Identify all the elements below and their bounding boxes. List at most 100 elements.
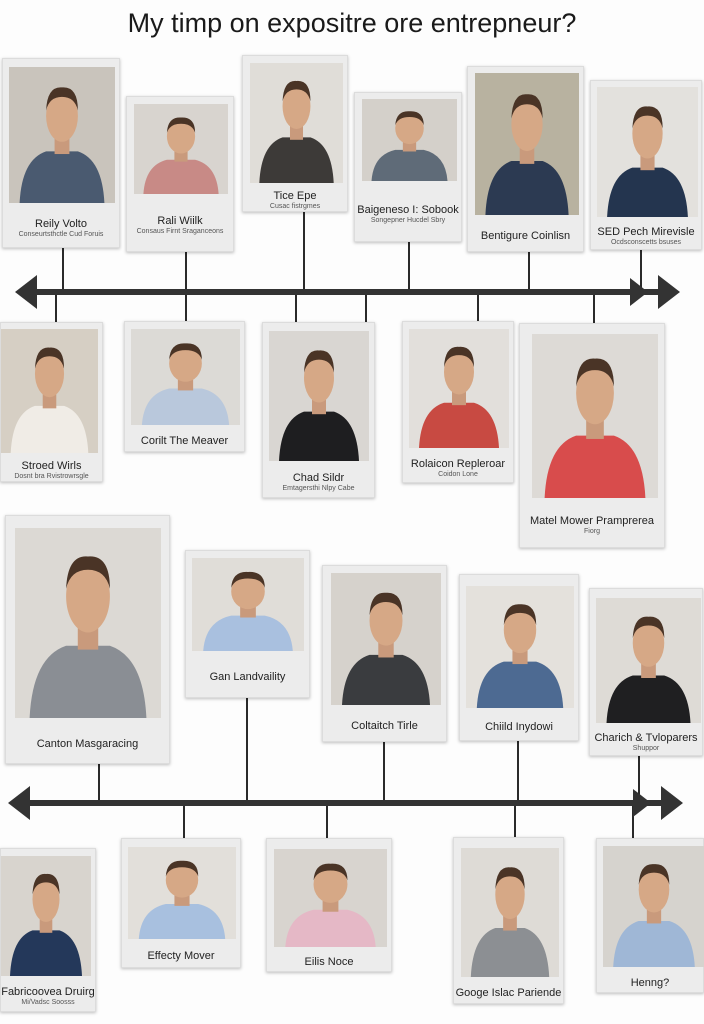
profile-photo: [597, 87, 698, 217]
person-name: Stroed Wirls: [21, 459, 82, 472]
caption: Henng?: [597, 971, 703, 994]
timeline-bar: [22, 800, 669, 806]
person-subtitle: Emtagersthi Nlpy Cabe: [282, 484, 355, 492]
profile-photo: [532, 334, 658, 498]
person-name: Chad Sildr: [292, 471, 345, 484]
person-name: Coltaitch Tirle: [351, 720, 418, 732]
page-title: My timp on expositre ore entrepneur?: [127, 8, 577, 38]
person-name: Bentigure Coinlisn: [480, 230, 571, 242]
connector-line: [185, 292, 187, 321]
profile-card[interactable]: Bentigure Coinlisn: [467, 66, 584, 252]
caption: Corilt The Meaver: [125, 429, 244, 453]
connector-line: [383, 742, 385, 803]
arrow-left-icon: [8, 786, 30, 820]
caption: Chiild Inydowi: [460, 712, 578, 742]
person-name: Baigeneso I: Sobook: [357, 203, 459, 216]
person-name: SED Pech Mirevisle: [597, 225, 695, 238]
connector-line: [183, 803, 185, 838]
arrow-right-icon: [658, 275, 680, 309]
profile-photo: [134, 104, 228, 194]
connector-line: [303, 212, 305, 292]
person-name: Gan Landvaility: [209, 671, 286, 683]
caption: Coltaitch Tirle: [323, 709, 446, 743]
profile-card[interactable]: Henng?: [596, 838, 704, 993]
person-subtitle: Shuppor: [632, 744, 660, 752]
profile-photo: [362, 99, 457, 181]
person-subtitle: Ocdsconscetts bsuses: [610, 238, 682, 246]
person-name: Canton Masgaracing: [36, 737, 139, 750]
profile-photo: [466, 586, 574, 708]
profile-photo: [274, 849, 387, 947]
arrow-right-icon: [633, 789, 651, 817]
profile-photo: [409, 329, 509, 448]
connector-line: [246, 698, 248, 803]
connector-line: [62, 248, 64, 292]
profile-card[interactable]: Canton Masgaracing: [5, 515, 170, 764]
person-name: Eilis Noce: [304, 956, 354, 968]
profile-card[interactable]: Effecty Mover: [121, 838, 241, 968]
profile-card[interactable]: Eilis Noce: [266, 838, 392, 972]
profile-card[interactable]: Chiild Inydowi: [459, 574, 579, 741]
profile-photo: [15, 528, 161, 718]
connector-line: [632, 803, 634, 838]
caption: Eilis Noce: [267, 951, 391, 973]
person-name: Tice Epe: [273, 189, 317, 202]
profile-card[interactable]: Gan Landvaility: [185, 550, 310, 698]
connector-line: [593, 292, 595, 323]
profile-photo: [596, 598, 701, 723]
person-name: Rolaicon Repleroar: [410, 457, 506, 470]
person-subtitle: Consaus Firnt Sraganceons: [136, 228, 224, 235]
person-subtitle: Cusac fistrgmes: [269, 202, 321, 210]
profile-card[interactable]: Googe Islac Pariende: [453, 837, 564, 1004]
person-subtitle: Fiorg: [584, 528, 600, 535]
profile-photo: [192, 558, 304, 651]
arrow-right-icon: [630, 278, 648, 306]
person-subtitle: Conseurtsthctle Cud Foruis: [18, 230, 104, 238]
connector-line: [98, 764, 100, 803]
timeline-bar: [29, 289, 666, 295]
profile-photo: [461, 848, 559, 977]
connector-line: [365, 292, 367, 322]
connector-line: [326, 803, 328, 838]
connector-line: [295, 292, 297, 322]
profile-photo: [331, 573, 441, 705]
connector-line: [528, 252, 530, 292]
arrow-right-icon: [661, 786, 683, 820]
person-name: Chiild Inydowi: [485, 721, 553, 733]
caption: Effecty Mover: [122, 943, 240, 969]
profile-photo: [9, 67, 115, 203]
profile-card[interactable]: Coltaitch Tirle: [322, 565, 447, 742]
profile-photo: [1, 329, 98, 453]
person-name: Henng?: [630, 976, 670, 989]
profile-photo: [131, 329, 240, 425]
person-subtitle: Mi/Vadsc Soosss: [21, 999, 75, 1006]
caption: Canton Masgaracing: [6, 722, 169, 765]
person-name: Effecty Mover: [147, 950, 215, 962]
person-name: Rali Wiilk: [157, 215, 203, 227]
person-subtitle: Coidon Lone: [438, 470, 478, 478]
person-subtitle: Dosnt bra Rvistrowrsgle: [14, 472, 89, 480]
profile-photo: [250, 63, 343, 183]
profile-photo: [475, 73, 579, 215]
profile-card[interactable]: Corilt The Meaver: [124, 321, 245, 452]
